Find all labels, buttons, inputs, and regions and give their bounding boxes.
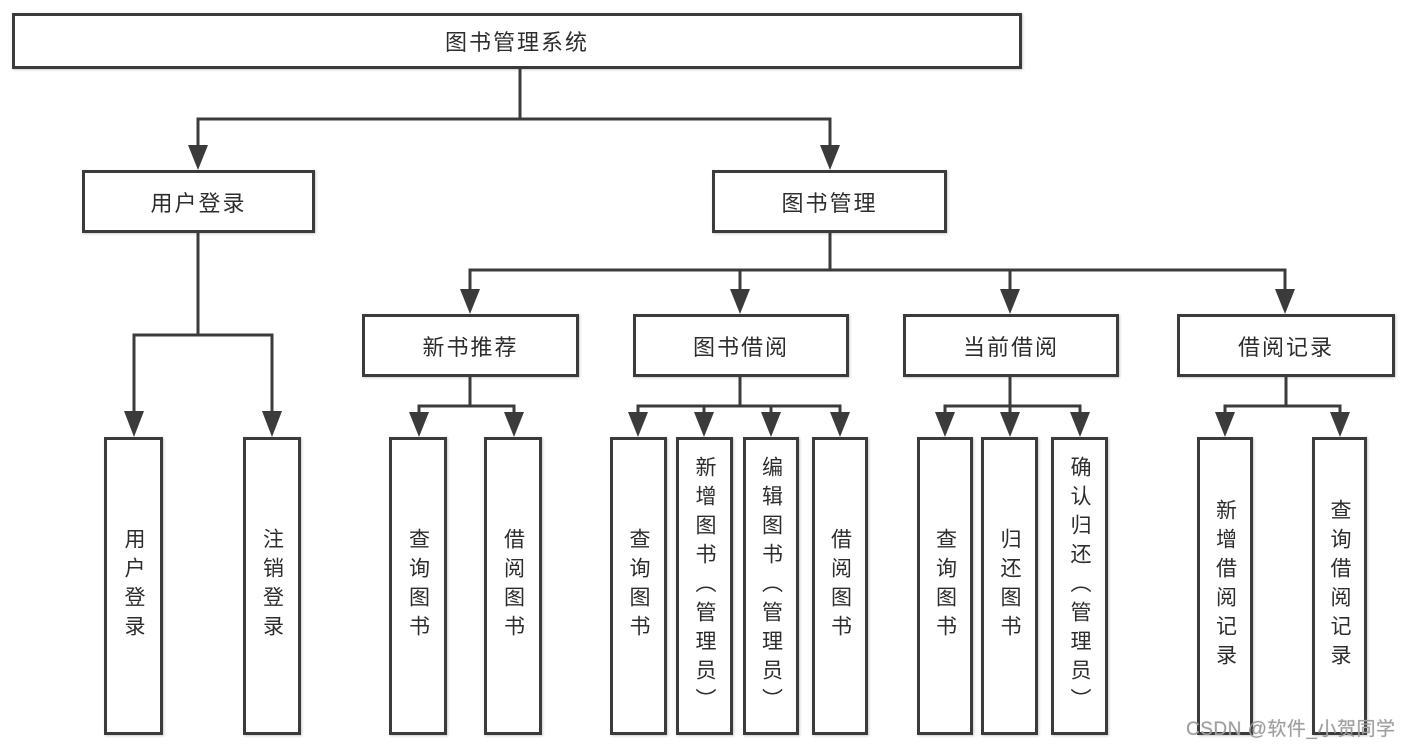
node-book-borrowing: 图书借阅 xyxy=(633,314,849,377)
leaf-query-books-recommend-label: 查询图书 xyxy=(406,528,430,644)
leaf-query-books-current: 查询图书 xyxy=(917,437,973,735)
node-borrowing-records-label: 借阅记录 xyxy=(1237,334,1334,360)
node-root: 图书管理系统 xyxy=(12,13,1022,69)
leaf-edit-book-admin-label: 编辑图书（管理员） xyxy=(759,455,783,717)
leaf-logout: 注销登录 xyxy=(243,437,301,735)
node-new-book-recommend: 新书推荐 xyxy=(362,314,579,377)
node-current-borrowing-label: 当前借阅 xyxy=(962,334,1059,360)
node-root-label: 图书管理系统 xyxy=(444,30,589,55)
leaf-add-book-admin: 新增图书（管理员） xyxy=(676,437,733,735)
leaf-borrow-books-borrowing-label: 借阅图书 xyxy=(828,528,852,644)
node-user-login-label: 用户登录 xyxy=(150,190,247,216)
leaf-confirm-return-admin-label: 确认归还（管理员） xyxy=(1068,455,1092,717)
node-current-borrowing: 当前借阅 xyxy=(903,314,1119,377)
leaf-query-books-current-label: 查询图书 xyxy=(933,528,957,644)
leaf-query-borrow-record: 查询借阅记录 xyxy=(1312,437,1367,735)
leaf-return-book: 归还图书 xyxy=(981,437,1038,735)
leaf-user-login: 用户登录 xyxy=(104,437,163,735)
node-book-management: 图书管理 xyxy=(712,170,947,233)
leaf-borrow-books-borrowing: 借阅图书 xyxy=(812,437,868,735)
leaf-return-book-label: 归还图书 xyxy=(998,528,1022,644)
node-borrowing-records: 借阅记录 xyxy=(1177,314,1395,377)
leaf-query-borrow-record-label: 查询借阅记录 xyxy=(1328,499,1352,673)
leaf-query-books-borrowing: 查询图书 xyxy=(610,437,667,735)
leaf-add-borrow-record-label: 新增借阅记录 xyxy=(1213,499,1237,673)
leaf-user-login-label: 用户登录 xyxy=(122,528,146,644)
csdn-watermark: CSDN @软件_小贺同学 xyxy=(1186,719,1396,740)
leaf-query-books-recommend: 查询图书 xyxy=(389,437,447,735)
node-user-login: 用户登录 xyxy=(82,170,315,233)
leaf-borrow-books-recommend-label: 借阅图书 xyxy=(501,528,525,644)
node-book-borrowing-label: 图书借阅 xyxy=(692,334,789,360)
leaf-query-books-borrowing-label: 查询图书 xyxy=(627,528,651,644)
leaf-confirm-return-admin: 确认归还（管理员） xyxy=(1051,437,1108,735)
node-new-book-recommend-label: 新书推荐 xyxy=(422,334,519,360)
leaf-borrow-books-recommend: 借阅图书 xyxy=(484,437,542,735)
leaf-logout-label: 注销登录 xyxy=(260,528,284,644)
node-book-management-label: 图书管理 xyxy=(781,190,878,216)
leaf-add-borrow-record: 新增借阅记录 xyxy=(1197,437,1253,735)
leaf-add-book-admin-label: 新增图书（管理员） xyxy=(693,455,717,717)
leaf-edit-book-admin: 编辑图书（管理员） xyxy=(743,437,799,735)
arrowheads xyxy=(124,145,1350,437)
